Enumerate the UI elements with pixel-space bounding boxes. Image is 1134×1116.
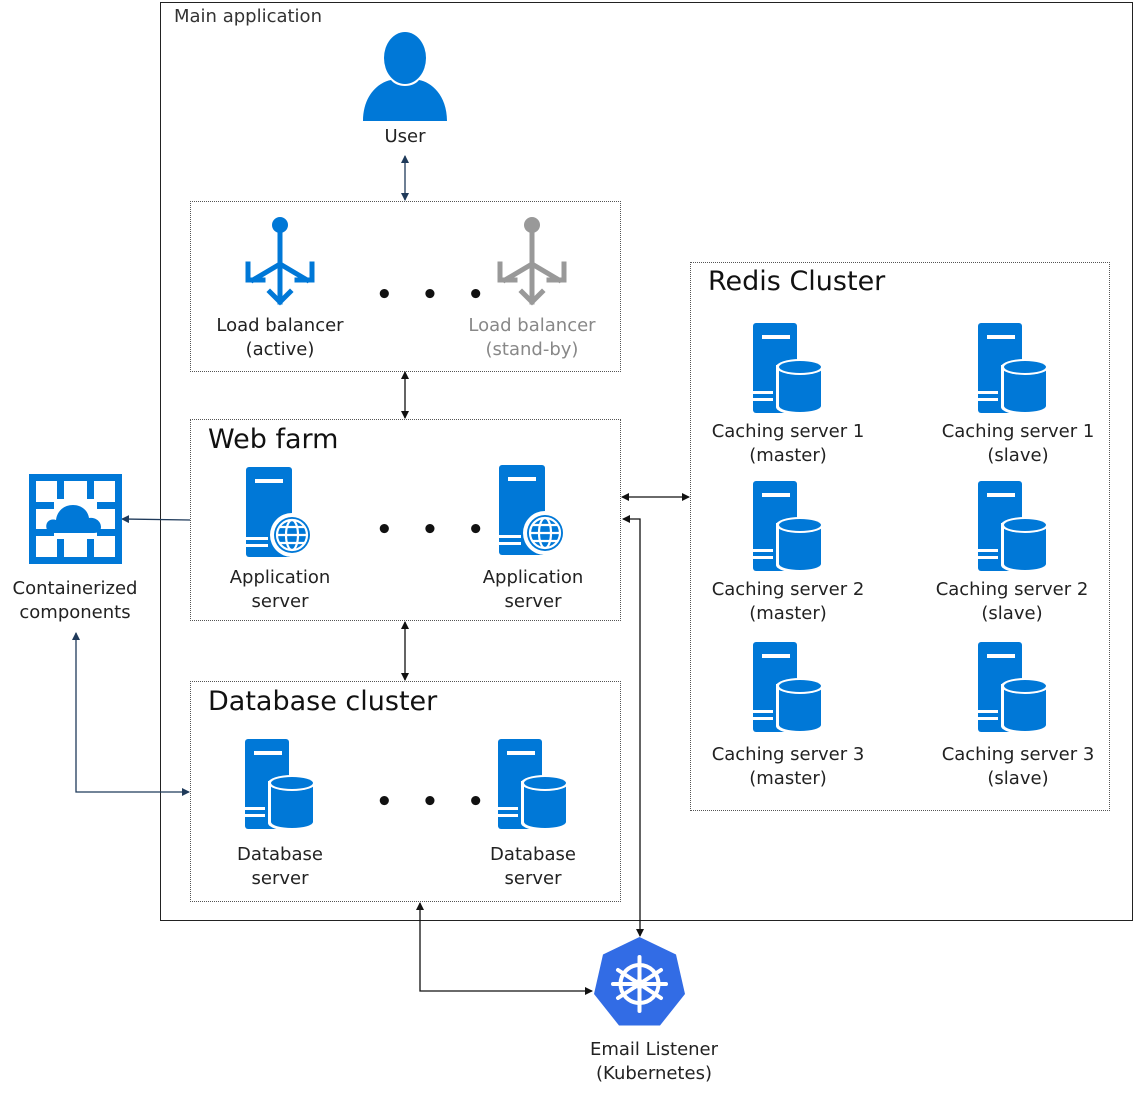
caching-server-label: Caching server 3(master) — [711, 744, 865, 789]
caching-server-label: Caching server 3(slave) — [941, 744, 1095, 789]
email-listener-label: Email Listener(Kubernetes) — [589, 1039, 719, 1084]
containerized-to-db-connector — [72, 632, 190, 796]
db-to-kubernetes-connector — [416, 902, 593, 995]
redis-cluster-group — [690, 262, 1110, 811]
caching-server-icon — [978, 642, 1049, 734]
caching-server-label: Caching server 1(slave) — [941, 421, 1095, 466]
database-cluster-group — [190, 681, 621, 902]
caching-server-icon — [753, 323, 824, 415]
load-balancer-standby-label: Load balancer(stand-by) — [468, 315, 596, 360]
web-farm-ellipsis: • • • — [376, 515, 494, 545]
database-cluster-ellipsis: • • • — [376, 787, 494, 817]
load-balancer-ellipsis: • • • — [376, 280, 494, 310]
caching-server-label: Caching server 2(slave) — [935, 579, 1089, 624]
database-server-icon — [245, 739, 316, 831]
web-farm-title: Web farm — [208, 424, 339, 455]
caching-server-icon — [978, 481, 1049, 573]
user-icon — [363, 32, 447, 121]
kubernetes-icon — [594, 937, 685, 1026]
database-server-icon — [498, 739, 569, 831]
load-balancer-standby-icon — [497, 217, 567, 306]
load-balancer-active-icon — [245, 217, 315, 306]
main-application-frame — [160, 2, 1133, 921]
caching-server-label: Caching server 2(master) — [711, 579, 865, 624]
web-farm-group — [190, 419, 621, 621]
application-server-icon — [246, 467, 314, 557]
caching-server-icon — [978, 323, 1049, 415]
application-server-icon — [499, 465, 567, 555]
caching-server-icon — [753, 642, 824, 734]
main-application-title: Main application — [174, 6, 322, 27]
redis-cluster-title: Redis Cluster — [708, 266, 886, 297]
caching-server-label: Caching server 1(master) — [711, 421, 865, 466]
caching-server-icon — [753, 481, 824, 573]
user-label: User — [384, 126, 426, 147]
webfarm-to-containerized-connector — [121, 515, 191, 524]
kubernetes-to-webfarm-connector — [622, 515, 644, 937]
containerized-components-icon — [29, 474, 122, 564]
load-balancer-active-label: Load balancer(active) — [216, 315, 344, 360]
database-cluster-title: Database cluster — [208, 686, 438, 717]
